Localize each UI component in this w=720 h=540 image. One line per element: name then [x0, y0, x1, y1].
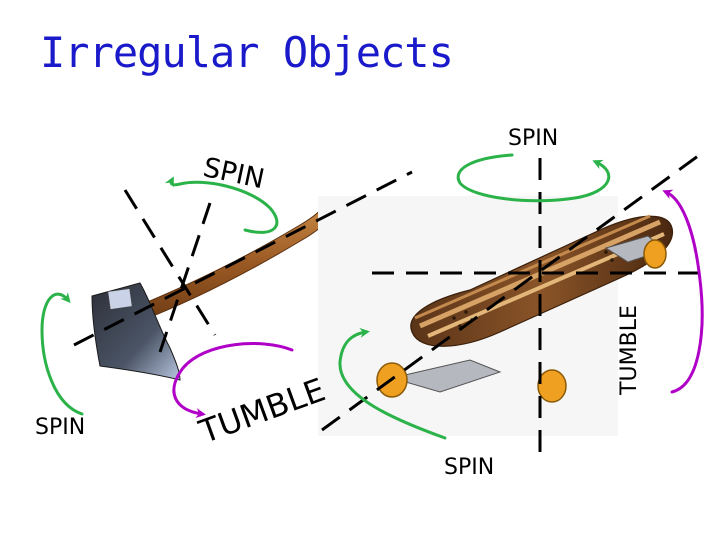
axis-lines: [73, 154, 702, 462]
board-spin-top-arrow: [456, 153, 611, 203]
board-tumble-label: TUMBLE: [617, 305, 642, 396]
wheel-front: [643, 239, 667, 269]
axe-spin-arc-label: SPIN: [200, 152, 267, 195]
axe-tumble-label: TUMBLE: [193, 370, 330, 451]
board-tumble-arrow: [662, 189, 704, 394]
axe-handle: [127, 202, 335, 323]
axe-spin-side-label: SPIN: [35, 415, 85, 440]
axe-spin-side-arrow: [40, 292, 84, 416]
slide-title: Irregular Objects: [40, 28, 454, 77]
spin-arc-label: SPIN: [200, 152, 267, 195]
axe-label: [107, 288, 133, 310]
rear-truck: [390, 359, 502, 393]
axe-axis-long: [73, 170, 413, 347]
axe-spin-arc-arrow: [164, 176, 279, 234]
axe-axis-vertical: [158, 202, 212, 353]
board-spin-bottom-label: SPIN: [444, 455, 494, 480]
axe-axis-diagonal: [123, 189, 217, 336]
longboard-illustration: [318, 196, 674, 436]
board-spin-top-label: SPIN: [508, 126, 558, 151]
axe-tumble-arrow: [172, 342, 294, 419]
board-axis-diagonal: [321, 154, 699, 432]
rotation-arrows: [40, 153, 704, 440]
board-spin-bottom-arrow: [338, 327, 447, 440]
wheel-rear-right: [537, 369, 567, 403]
